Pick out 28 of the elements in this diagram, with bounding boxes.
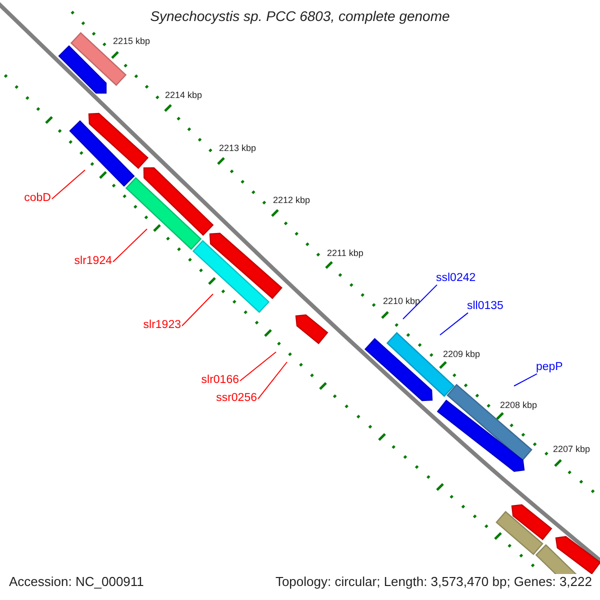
gene-label: ssr0256 <box>216 392 257 406</box>
gene-label: sll0135 <box>467 300 504 314</box>
leader-line <box>514 373 538 386</box>
scale-label: 2212 kbp <box>273 195 310 206</box>
scale-label: 2211 kbp <box>327 248 364 259</box>
gene-label: ssl0242 <box>436 272 476 286</box>
leader-line <box>240 352 276 382</box>
scale-label: 2210 kbp <box>383 296 420 307</box>
scale-label: 2213 kbp <box>219 143 256 154</box>
gene-label: slr0166 <box>201 374 239 388</box>
footer-text: Topology: circular; Length: 3,573,470 bp; Genes: 3,222 <box>275 574 592 590</box>
leader-line <box>182 294 214 326</box>
scale-label: 2207 kbp <box>553 444 590 455</box>
gene-label: cobD <box>24 192 51 206</box>
leader-line <box>402 284 438 320</box>
scale-label: 2214 kbp <box>165 90 202 101</box>
gene-label: slr1924 <box>74 255 112 269</box>
scale-label: 2209 kbp <box>443 349 480 360</box>
title: Synechocystis sp. PCC 6803, complete genome <box>149 8 451 25</box>
scale-label: 2208 kbp <box>500 400 538 411</box>
leader-line <box>440 312 468 336</box>
gene-label: slr1923 <box>143 319 181 333</box>
scale-label: 2215 kbp <box>113 36 150 47</box>
footer-text: Accession: NC_000911 <box>9 574 144 590</box>
leader-line <box>112 228 148 262</box>
leader-line <box>52 170 86 200</box>
gene-label: pepP <box>536 361 563 375</box>
leader-line <box>258 362 288 400</box>
